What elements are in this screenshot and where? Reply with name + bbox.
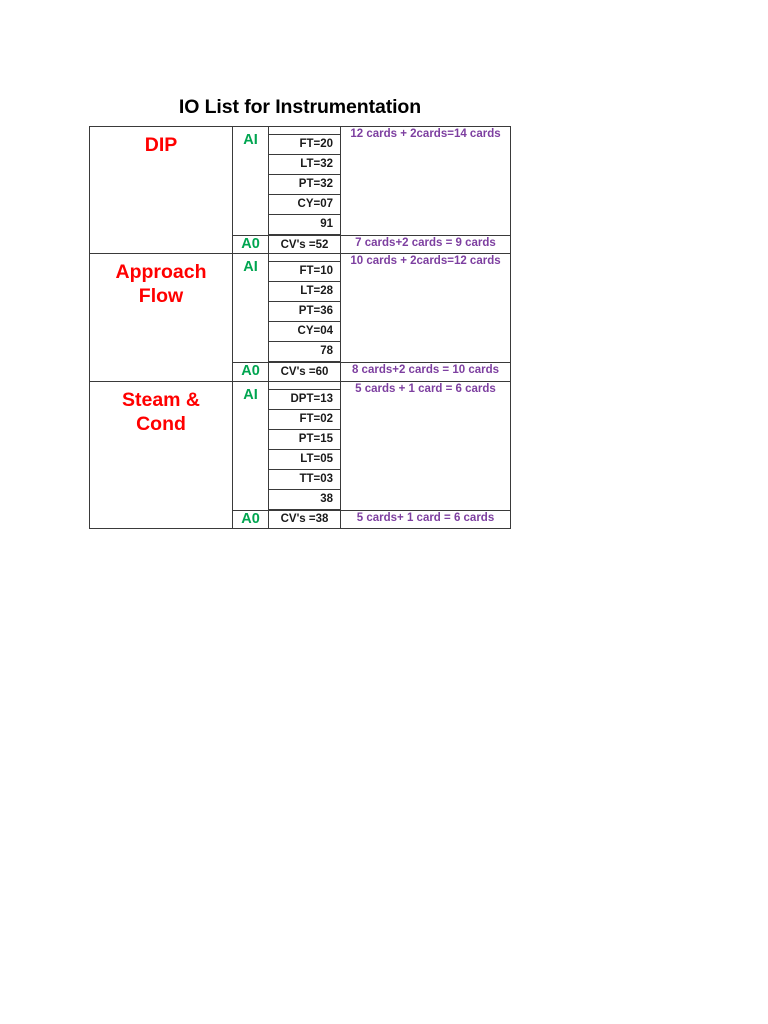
list-item: 78 bbox=[269, 341, 340, 363]
signal-type-cell-ao: A0 bbox=[232, 362, 269, 382]
tag-value: CV's =60 bbox=[280, 366, 329, 379]
signal-type-cell-ai: AI bbox=[232, 380, 269, 511]
table-row: A0 CV's =52 7 cards+2 cards = 9 cards bbox=[90, 234, 511, 255]
cards-summary: 7 cards+2 cards = 9 cards bbox=[355, 237, 496, 249]
table-row: Steam & Cond AI DPT=13 FT=02 PT=15 LT=05… bbox=[89, 380, 511, 530]
signal-type-label: A0 bbox=[241, 236, 260, 252]
table-row: A0 CV's =38 5 cards+ 1 card = 6 cards bbox=[90, 509, 511, 530]
tag-list-cell: FT=10 LT=28 PT=36 CY=04 78 bbox=[268, 253, 341, 364]
tag-value: FT=02 bbox=[269, 408, 340, 430]
tag-total: 91 bbox=[269, 214, 340, 235]
tag-value: PT=15 bbox=[269, 428, 340, 450]
tag-list-cell: DPT=13 FT=02 PT=15 LT=05 TT=03 38 bbox=[268, 380, 341, 511]
tag-value: LT=28 bbox=[269, 281, 340, 303]
list-item: CY=04 bbox=[269, 321, 340, 343]
group-label-line: Approach bbox=[115, 261, 207, 284]
table-row: A0 CV's =60 8 cards+2 cards = 10 cards bbox=[90, 362, 511, 382]
cards-cell: 5 cards+ 1 card = 6 cards bbox=[340, 509, 511, 530]
cards-cell: 10 cards + 2cards=12 cards bbox=[340, 253, 511, 364]
list-item: DPT=13 bbox=[269, 388, 340, 410]
list-item: FT=20 bbox=[269, 134, 340, 155]
group-cell-dip: DIP bbox=[89, 125, 233, 255]
tag-list-cell: CV's =38 bbox=[268, 509, 341, 530]
tag-value: LT=32 bbox=[269, 154, 340, 175]
io-list-body: DIP AI FT=20 LT=32 PT=32 CY=07 91 bbox=[89, 125, 511, 530]
tag-list-cell: CV's =60 bbox=[268, 362, 341, 382]
group-label-line: Steam & bbox=[121, 388, 201, 411]
tag-total: 38 bbox=[269, 488, 340, 510]
group-label-line: Flow bbox=[138, 285, 184, 308]
tag-list: FT=20 LT=32 PT=32 CY=07 91 bbox=[269, 134, 340, 235]
cards-summary: 5 cards+ 1 card = 6 cards bbox=[356, 511, 495, 524]
signal-type-label: A0 bbox=[241, 510, 260, 527]
group-label-line: DIP bbox=[144, 134, 178, 156]
list-item: 91 bbox=[269, 214, 340, 235]
signal-type-label: A0 bbox=[241, 363, 260, 380]
tag-value: PT=36 bbox=[269, 301, 340, 323]
table-row: Approach Flow AI FT=10 LT=28 PT=36 CY=04… bbox=[89, 253, 511, 382]
tag-value: PT=32 bbox=[269, 174, 340, 195]
cards-cell: 7 cards+2 cards = 9 cards bbox=[340, 234, 511, 255]
tag-value: FT=10 bbox=[269, 261, 340, 283]
io-list-table: DIP AI FT=20 LT=32 PT=32 CY=07 91 bbox=[89, 125, 511, 530]
list-item: 38 bbox=[269, 488, 340, 510]
cards-cell: 8 cards+2 cards = 10 cards bbox=[340, 362, 511, 382]
tag-value: CY=04 bbox=[269, 321, 340, 343]
tag-list-cell: CV's =52 bbox=[268, 234, 341, 255]
list-item: PT=15 bbox=[269, 428, 340, 450]
cards-summary: 10 cards + 2cards=12 cards bbox=[350, 255, 501, 268]
list-item: LT=05 bbox=[269, 448, 340, 470]
tag-value: CV's =38 bbox=[280, 513, 329, 526]
list-item: LT=32 bbox=[269, 154, 340, 175]
group-cell-steam-cond: Steam & Cond bbox=[89, 380, 233, 530]
tag-list: DPT=13 FT=02 PT=15 LT=05 TT=03 38 bbox=[269, 388, 340, 510]
signal-type-label: AI bbox=[243, 132, 258, 148]
tag-value: TT=03 bbox=[269, 468, 340, 490]
signal-type-cell-ao: A0 bbox=[232, 509, 269, 530]
tag-total: 78 bbox=[269, 341, 340, 363]
list-item: FT=10 bbox=[269, 261, 340, 283]
tag-list: FT=10 LT=28 PT=36 CY=04 78 bbox=[269, 261, 340, 363]
signal-type-cell-ai: AI bbox=[232, 126, 269, 236]
tag-value: CY=07 bbox=[269, 194, 340, 215]
tag-value: LT=05 bbox=[269, 448, 340, 470]
list-item: PT=36 bbox=[269, 301, 340, 323]
tag-value: DPT=13 bbox=[269, 388, 340, 410]
list-item: TT=03 bbox=[269, 468, 340, 490]
tag-list-cell: FT=20 LT=32 PT=32 CY=07 91 bbox=[268, 126, 341, 236]
cards-summary: 12 cards + 2cards=14 cards bbox=[350, 128, 501, 140]
list-item: CY=07 bbox=[269, 194, 340, 215]
list-item: FT=02 bbox=[269, 408, 340, 430]
signal-type-cell-ai: AI bbox=[232, 253, 269, 364]
table-row: DIP AI FT=20 LT=32 PT=32 CY=07 91 bbox=[89, 125, 511, 255]
cards-summary: 5 cards + 1 card = 6 cards bbox=[355, 382, 496, 395]
cards-summary: 8 cards+2 cards = 10 cards bbox=[351, 364, 500, 377]
signal-type-cell-ao: A0 bbox=[232, 234, 269, 255]
tag-value: CV's =52 bbox=[280, 238, 329, 251]
tag-value: FT=20 bbox=[269, 134, 340, 155]
signal-type-label: AI bbox=[243, 259, 258, 276]
signal-type-label: AI bbox=[243, 386, 258, 403]
cards-cell: 5 cards + 1 card = 6 cards bbox=[340, 380, 511, 511]
group-cell-approach-flow: Approach Flow bbox=[89, 253, 233, 382]
cards-cell: 12 cards + 2cards=14 cards bbox=[340, 126, 511, 236]
page-title: IO List for Instrumentation bbox=[178, 96, 422, 118]
group-label-line: Cond bbox=[136, 412, 186, 435]
list-item: LT=28 bbox=[269, 281, 340, 303]
list-item: PT=32 bbox=[269, 174, 340, 195]
